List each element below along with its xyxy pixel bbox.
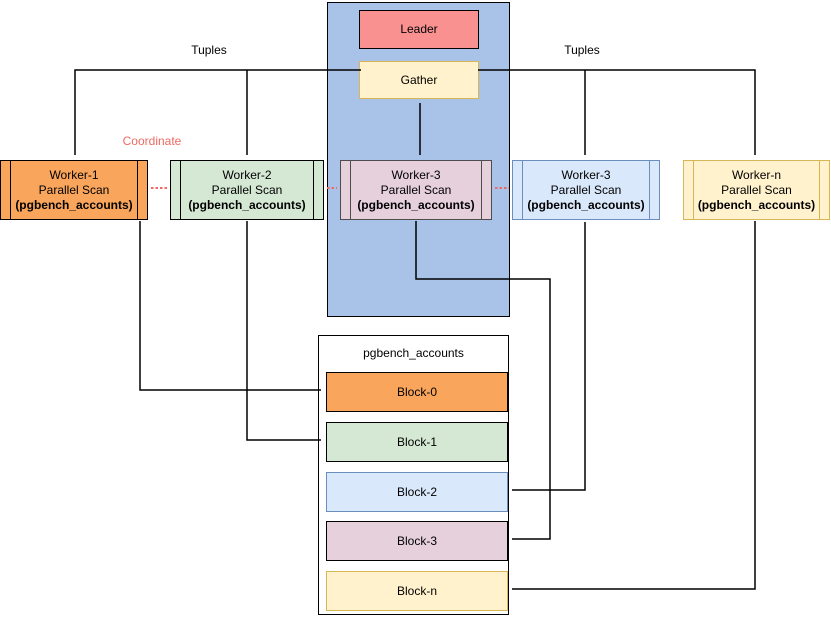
block-label: Block-1	[396, 435, 437, 449]
block-n: Block-n	[326, 571, 508, 611]
block-label: Block-n	[396, 584, 437, 598]
arrow-worker2-block1	[246, 221, 321, 441]
worker-name: Worker-1	[49, 167, 99, 182]
worker-3-leader-node: Worker-3 Parallel Scan (pgbench_accounts…	[340, 160, 492, 220]
worker-1-node: Worker-1 Parallel Scan (pgbench_accounts…	[0, 160, 148, 220]
worker-role: Parallel Scan	[211, 182, 283, 197]
block-label: Block-2	[396, 485, 437, 499]
tuples-label-left: Tuples	[191, 43, 227, 57]
leader-label: Leader	[400, 22, 438, 36]
worker-name: Worker-2	[222, 167, 272, 182]
worker-name: Worker-3	[391, 167, 441, 182]
arrow-worker3-block2	[512, 222, 586, 491]
worker-name: Worker-3	[561, 167, 611, 182]
gather-label: Gather	[400, 72, 438, 87]
arrow-workern-blockn	[512, 221, 756, 590]
arrow-tuples-right	[478, 69, 756, 155]
arrow-worker1-block0	[139, 221, 321, 391]
worker-table: (pgbench_accounts)	[357, 197, 475, 212]
block-label: Block-0	[396, 385, 437, 399]
coordinate-label: Coordinate	[122, 134, 182, 148]
worker-role: Parallel Scan	[550, 182, 622, 197]
worker-name: Worker-n	[731, 167, 782, 182]
storage-title: pgbench_accounts	[363, 346, 464, 360]
worker-table: (pgbench_accounts)	[15, 197, 133, 212]
block-2: Block-2	[326, 472, 508, 512]
block-3: Block-3	[326, 521, 508, 561]
block-0: Block-0	[326, 372, 508, 412]
worker-table: (pgbench_accounts)	[527, 197, 645, 212]
pgbench-accounts-container: pgbench_accounts Block-0 Block-1 Block-2…	[318, 335, 509, 615]
tuples-label-right: Tuples	[564, 43, 600, 57]
block-label: Block-3	[396, 534, 437, 548]
worker-3-node: Worker-3 Parallel Scan (pgbench_accounts…	[512, 160, 660, 220]
gather-node: Gather	[359, 61, 479, 99]
worker-table: (pgbench_accounts)	[188, 197, 306, 212]
worker-role: Parallel Scan	[38, 182, 110, 197]
worker-2-node: Worker-2 Parallel Scan (pgbench_accounts…	[170, 160, 324, 220]
leader-node: Leader	[359, 10, 479, 49]
block-1: Block-1	[326, 422, 508, 462]
worker-role: Parallel Scan	[380, 182, 452, 197]
worker-n-node: Worker-n Parallel Scan (pgbench_accounts…	[683, 160, 830, 220]
worker-table: (pgbench_accounts)	[697, 197, 816, 212]
worker-role: Parallel Scan	[721, 182, 792, 197]
